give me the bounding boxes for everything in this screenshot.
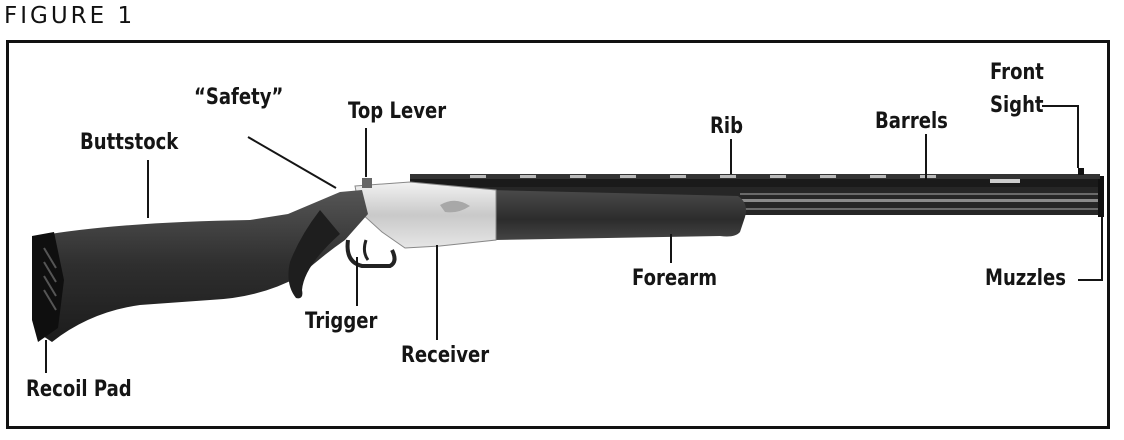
label-receiver: Receiver [401,345,489,367]
receiver [355,182,496,248]
label-trigger: Trigger [305,311,377,333]
label-muzzles: Muzzles [985,268,1066,290]
front-sight-bead [1078,168,1084,175]
label-safety: “Safety” [194,87,283,109]
forearm [488,190,746,240]
label-recoil-pad: Recoil Pad [26,379,132,401]
label-rib: Rib [710,116,743,138]
top-lever [362,178,372,188]
label-front-sight-line1: Front [990,62,1044,84]
trigger-blade [364,240,368,260]
label-front-sight-line2: Sight [990,95,1044,117]
label-barrels: Barrels [875,111,948,133]
label-forearm: Forearm [632,268,717,290]
front-sight-leader [1042,106,1078,168]
trigger-guard [348,240,395,266]
label-top-lever: Top Lever [348,101,446,123]
safety-leader [248,137,336,188]
label-buttstock: Buttstock [80,132,178,154]
muzzles-leader [1078,217,1102,280]
